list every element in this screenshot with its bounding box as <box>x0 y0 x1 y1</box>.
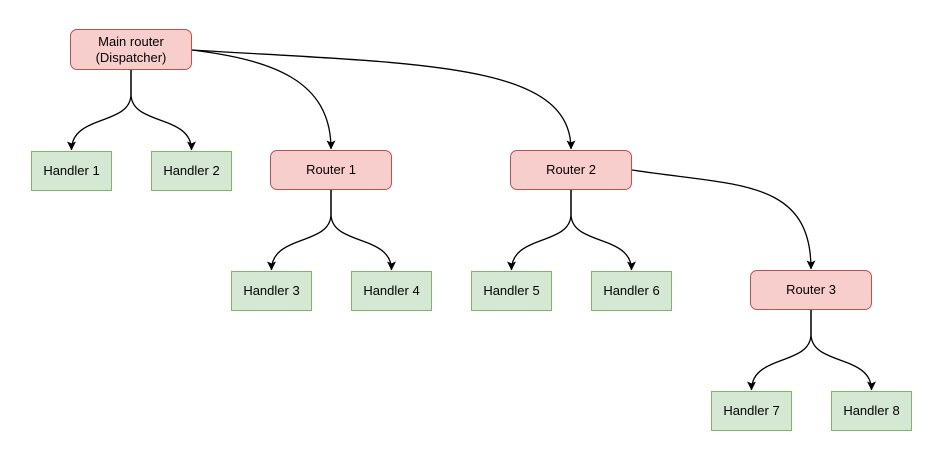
node-label: Handler 4 <box>363 283 420 298</box>
node-router-1[interactable]: Router 1 <box>270 150 392 190</box>
edge-router-1-to-handler-4 <box>330 190 396 271</box>
node-label: Handler 1 <box>43 163 100 178</box>
node-handler-5[interactable]: Handler 5 <box>471 271 552 311</box>
node-main-router[interactable]: Main router (Dispatcher) <box>70 29 192 70</box>
edge-main-router-to-handler-2 <box>130 70 196 151</box>
node-label: Router 2 <box>546 162 596 177</box>
node-handler-1[interactable]: Handler 1 <box>31 151 112 191</box>
node-label: Handler 7 <box>723 403 780 418</box>
edge-router-2-to-handler-6 <box>570 190 636 271</box>
node-label: Handler 5 <box>483 283 540 298</box>
node-label: Router 3 <box>786 282 836 297</box>
edge-router-2-to-handler-5 <box>507 190 572 271</box>
edge-router-2-to-router-3 <box>631 169 816 270</box>
node-router-3[interactable]: Router 3 <box>750 270 872 310</box>
edge-router-3-to-handler-7 <box>747 310 812 391</box>
node-handler-2[interactable]: Handler 2 <box>151 151 232 191</box>
node-label: Main router (Dispatcher) <box>95 33 167 65</box>
node-handler-4[interactable]: Handler 4 <box>351 271 432 311</box>
node-label: Router 1 <box>306 162 356 177</box>
node-handler-8[interactable]: Handler 8 <box>831 391 912 431</box>
node-router-2[interactable]: Router 2 <box>510 150 632 190</box>
node-handler-3[interactable]: Handler 3 <box>231 271 312 311</box>
edge-router-1-to-handler-3 <box>267 190 332 271</box>
node-label: Handler 8 <box>843 403 900 418</box>
node-label: Handler 2 <box>163 163 220 178</box>
edge-main-router-to-handler-1 <box>67 70 132 151</box>
edge-main-router-to-router-1 <box>191 49 336 150</box>
node-label: Handler 6 <box>603 283 660 298</box>
node-label: Handler 3 <box>243 283 300 298</box>
edge-main-router-to-router-2 <box>191 49 576 150</box>
edge-router-3-to-handler-8 <box>810 310 876 391</box>
node-handler-6[interactable]: Handler 6 <box>591 271 672 311</box>
node-handler-7[interactable]: Handler 7 <box>711 391 792 431</box>
edges-group <box>67 49 876 391</box>
